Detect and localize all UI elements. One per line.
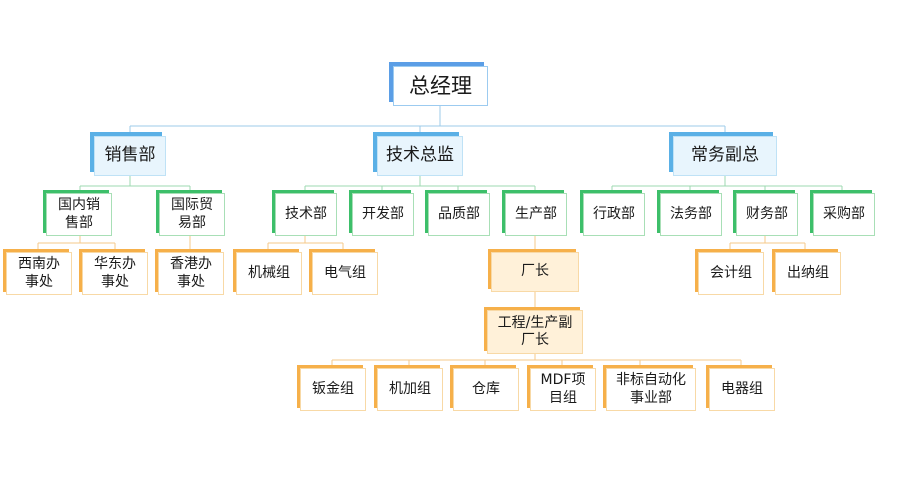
node-technical-director: 技术总监 (377, 136, 463, 176)
node-international-trade: 国际贸 易部 (159, 193, 225, 236)
node-general-manager: 总经理 (393, 66, 488, 106)
node-deputy-factory-director: 工程/生产副 厂长 (487, 310, 583, 354)
node-finance-department: 财务部 (736, 193, 798, 236)
node-electrical-group: 电气组 (312, 252, 378, 295)
node-east-china-office: 华东办 事处 (82, 252, 148, 295)
node-production-department: 生产部 (505, 193, 567, 236)
node-mdf-project-group: MDF项 目组 (530, 368, 596, 411)
node-executive-vp: 常务副总 (673, 136, 777, 176)
node-legal-department: 法务部 (660, 193, 722, 236)
node-accounting-group: 会计组 (698, 252, 764, 295)
node-hongkong-office: 香港办 事处 (158, 252, 224, 295)
root-connectors (129, 106, 726, 136)
node-machining-group: 机加组 (377, 368, 443, 411)
node-dev-department: 开发部 (352, 193, 414, 236)
node-cashier-group: 出纳组 (775, 252, 841, 295)
department-connectors (37, 236, 806, 368)
node-domestic-sales: 国内销 售部 (46, 193, 112, 236)
node-mechanical-group: 机械组 (236, 252, 302, 295)
node-tech-department: 技术部 (275, 193, 337, 236)
node-electric-appliance-group: 电器组 (709, 368, 775, 411)
node-admin-department: 行政部 (583, 193, 645, 236)
node-warehouse: 仓库 (453, 368, 519, 411)
node-sales-department: 销售部 (94, 136, 166, 176)
node-factory-director: 厂长 (491, 252, 579, 292)
node-nonstandard-automation-division: 非标自动化 事业部 (606, 368, 696, 411)
node-southwest-office: 西南办 事处 (6, 252, 72, 295)
node-purchase-department: 采购部 (813, 193, 875, 236)
node-quality-department: 品质部 (428, 193, 490, 236)
node-sheet-metal-group: 钣金组 (300, 368, 366, 411)
level1-connectors (79, 176, 843, 193)
